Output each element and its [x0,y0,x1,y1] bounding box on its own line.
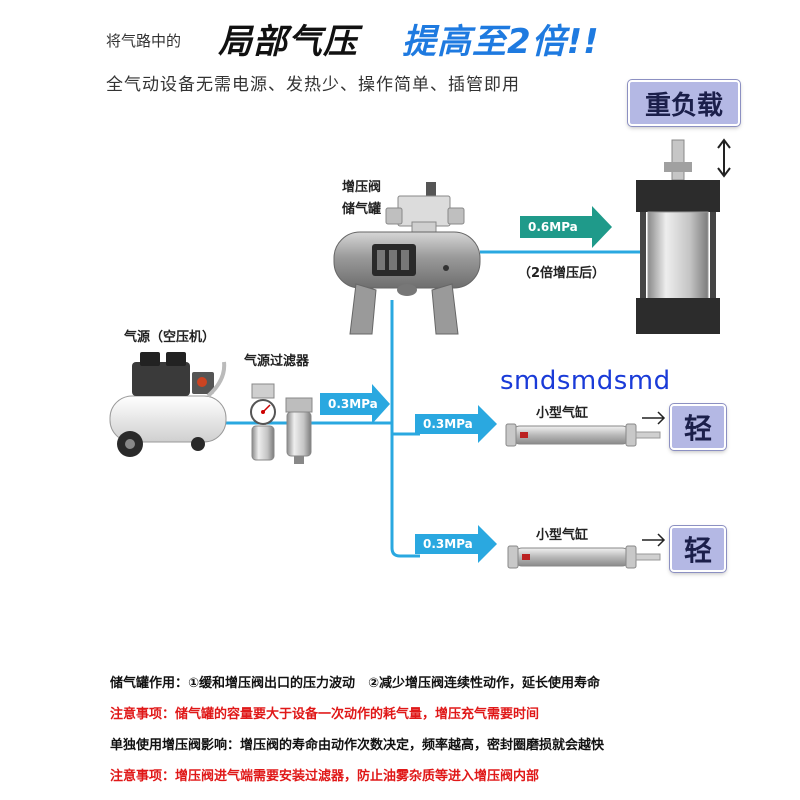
note-text: 增压阀进气端需要安装过滤器，防止油雾杂质等进入增压阀内部 [175,769,540,784]
note-caution-1: 注意事项：储气罐的容量要大于设备一次动作的耗气量，增压充气需要时间 [110,703,539,722]
note-tank-function: 储气罐作用：①缓和增压阀出口的压力波动 ②减少增压阀连续性动作，延长使用寿命 [110,672,600,691]
filter-label: 气源过滤器 [244,354,310,369]
note-text: 储气罐的容量要大于设备一次动作的耗气量，增压充气需要时间 [175,707,540,722]
small-cylinder-1-label: 小型气缸 [536,406,589,421]
note-key: 注意事项： [110,707,176,722]
compressor-label: 气源（空压机） [124,330,216,345]
header-subtitle: 全气动设备无需电源、发热少、操作简单、插管即用 [106,75,520,95]
boost-note: （2倍增压后） [518,266,606,281]
note-caution-2: 注意事项：增压阀进气端需要安装过滤器，防止油雾杂质等进入增压阀内部 [110,765,539,784]
arrow-0-6mpa [520,206,612,248]
header-prefix: 将气路中的 [106,32,182,50]
booster-label-line1: 增压阀 [342,180,382,195]
pressure-branch1-label: 0.3MPa [423,417,473,431]
note-text: ①缓和增压阀出口的压力波动 ②减少增压阀连续性动作，延长使用寿命 [188,676,601,691]
light-load-badge-1: 轻 [670,404,726,450]
note-key: 单独使用增压阀影响： [110,738,241,753]
note-booster-only: 单独使用增压阀影响：增压阀的寿命由动作次数决定，频率越高，密封圈磨损就会越快 [110,734,604,753]
small-cylinder-2-illustration [507,533,666,569]
watermark-text: smdsmdsmd [500,366,671,396]
booster-label-line2: 储气罐 [342,202,382,217]
small-cylinder-2-label: 小型气缸 [536,528,589,543]
booster-tank-illustration [333,182,481,335]
pressure-inlet-label: 0.3MPa [328,397,378,411]
light-load-badge-2: 轻 [670,526,726,572]
small-cylinder-1-illustration [505,411,666,447]
note-key: 储气罐作用： [110,676,189,691]
arrow-0-3mpa-branch2 [415,525,497,563]
pressure-high-label: 0.6MPa [528,220,578,234]
pressure-branch2-label: 0.3MPa [423,537,473,551]
large-cylinder-illustration [636,138,731,334]
header-title: 局部气压 [218,22,358,62]
heavy-load-badge: 重负载 [628,80,740,126]
filter-regulator-illustration [250,383,313,464]
note-text: 增压阀的寿命由动作次数决定，频率越高，密封圈磨损就会越快 [240,738,605,753]
arrow-0-3mpa-branch1 [415,405,497,443]
compressor-illustration [109,352,227,457]
arrow-0-3mpa-inlet [320,384,390,424]
header-highlight: 提高至2倍!! [402,22,600,62]
note-key: 注意事项： [110,769,176,784]
